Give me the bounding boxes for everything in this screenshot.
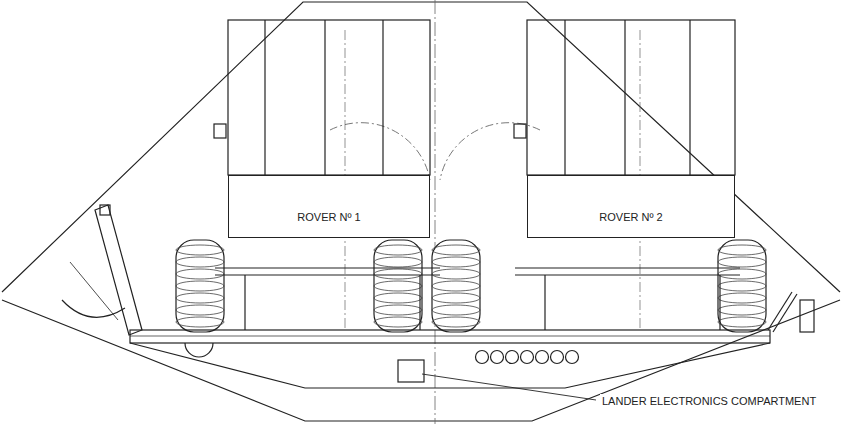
wheel <box>432 240 480 332</box>
tire-tread <box>176 245 224 255</box>
rover-label: ROVER Nº 2 <box>595 211 666 237</box>
wheel <box>176 240 224 332</box>
tank-circle <box>536 351 549 364</box>
antenna-tip <box>100 205 110 215</box>
wheel <box>718 240 766 332</box>
chassis-rail <box>215 274 440 275</box>
tire-tread <box>432 245 480 255</box>
tank-circle <box>491 351 504 364</box>
tire-tread <box>176 293 224 303</box>
rover-box: ROVER Nº 2 <box>527 175 735 238</box>
tank-circle <box>551 351 564 364</box>
tire-tread <box>432 293 480 303</box>
equipment-box <box>800 300 814 332</box>
tire-tread <box>718 257 766 267</box>
lander-base <box>130 343 770 388</box>
leader-line <box>422 374 596 400</box>
tire-tread <box>718 293 766 303</box>
electronics-compartment <box>398 360 424 382</box>
tire-outline <box>374 240 422 332</box>
deck-line <box>130 336 770 337</box>
mount-bracket <box>514 124 526 138</box>
tire-tread <box>718 269 766 279</box>
panel-line <box>689 20 690 175</box>
rover-label: ROVER Nº 1 <box>293 211 364 237</box>
tire-tread <box>176 305 224 315</box>
antenna-mast <box>768 292 792 330</box>
tank-circle <box>506 351 519 364</box>
strut <box>419 275 420 330</box>
tire-outline <box>432 240 480 332</box>
tire-tread <box>432 269 480 279</box>
part-label: LANDER ELECTRONICS COMPARTMENT <box>600 394 818 408</box>
wheels <box>176 240 766 332</box>
tire-tread <box>176 317 224 327</box>
rover-body <box>228 20 430 175</box>
strut <box>719 275 720 330</box>
rover-body <box>527 20 735 175</box>
tank-circle <box>521 351 534 364</box>
lander-deck <box>130 330 770 343</box>
wheel <box>374 240 422 332</box>
tire-tread <box>718 245 766 255</box>
tire-tread <box>432 305 480 315</box>
aeroshell-top <box>2 2 840 292</box>
antenna-dish <box>62 300 125 317</box>
chassis-rail <box>515 267 740 268</box>
panel-line <box>324 20 325 175</box>
tire-tread <box>718 317 766 327</box>
tire-tread <box>374 317 422 327</box>
tank-circle <box>566 351 579 364</box>
tire-tread <box>432 317 480 327</box>
antenna-mast <box>773 294 797 332</box>
tire-tread <box>374 281 422 291</box>
tire-tread <box>432 281 480 291</box>
rover-box: ROVER Nº 1 <box>228 175 430 238</box>
panel-line <box>264 20 265 175</box>
tire-tread <box>176 269 224 279</box>
tire-tread <box>176 257 224 267</box>
tire-tread <box>718 305 766 315</box>
panel-line <box>382 20 383 175</box>
tire-tread <box>374 257 422 267</box>
chassis-rail <box>515 274 740 275</box>
tire-tread <box>374 305 422 315</box>
swing-arc <box>330 123 430 180</box>
tire-tread <box>718 281 766 291</box>
center-line <box>435 0 436 424</box>
antenna-mast <box>95 205 142 335</box>
antenna-line <box>70 262 118 320</box>
tank-circle <box>476 351 489 364</box>
tank-row <box>476 351 579 364</box>
swing-arc <box>440 123 540 180</box>
strut <box>244 275 245 330</box>
tire-outline <box>176 240 224 332</box>
tire-tread <box>176 281 224 291</box>
panel-line <box>564 20 565 175</box>
tire-tread <box>374 293 422 303</box>
tire-tread <box>432 257 480 267</box>
tire-outline <box>718 240 766 332</box>
strut <box>544 275 545 330</box>
mount-bracket <box>214 124 226 138</box>
tire-tread <box>374 245 422 255</box>
half-circle <box>185 343 213 357</box>
panel-line <box>624 20 625 175</box>
tire-tread <box>374 269 422 279</box>
chassis-rail <box>215 267 440 268</box>
